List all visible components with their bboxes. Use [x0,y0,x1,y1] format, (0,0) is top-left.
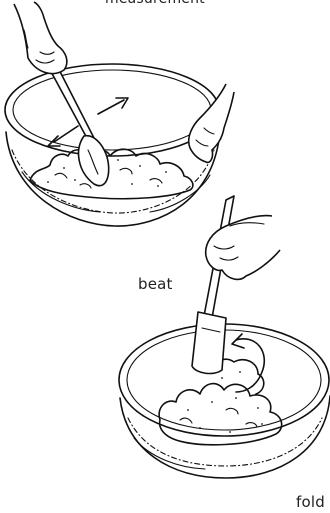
hand-holding-spoon [14,2,67,74]
top-caption: measurement [105,0,205,7]
fold-direction-arrow [232,334,264,392]
fold-label: fold [296,493,325,511]
rubber-spatula [192,196,234,373]
beat-bowl [5,64,220,226]
hand-steadying-bowl [189,84,234,162]
mixture-speckles [187,371,263,433]
hand-holding-spatula [206,216,280,280]
beat-label: beat [138,275,173,293]
